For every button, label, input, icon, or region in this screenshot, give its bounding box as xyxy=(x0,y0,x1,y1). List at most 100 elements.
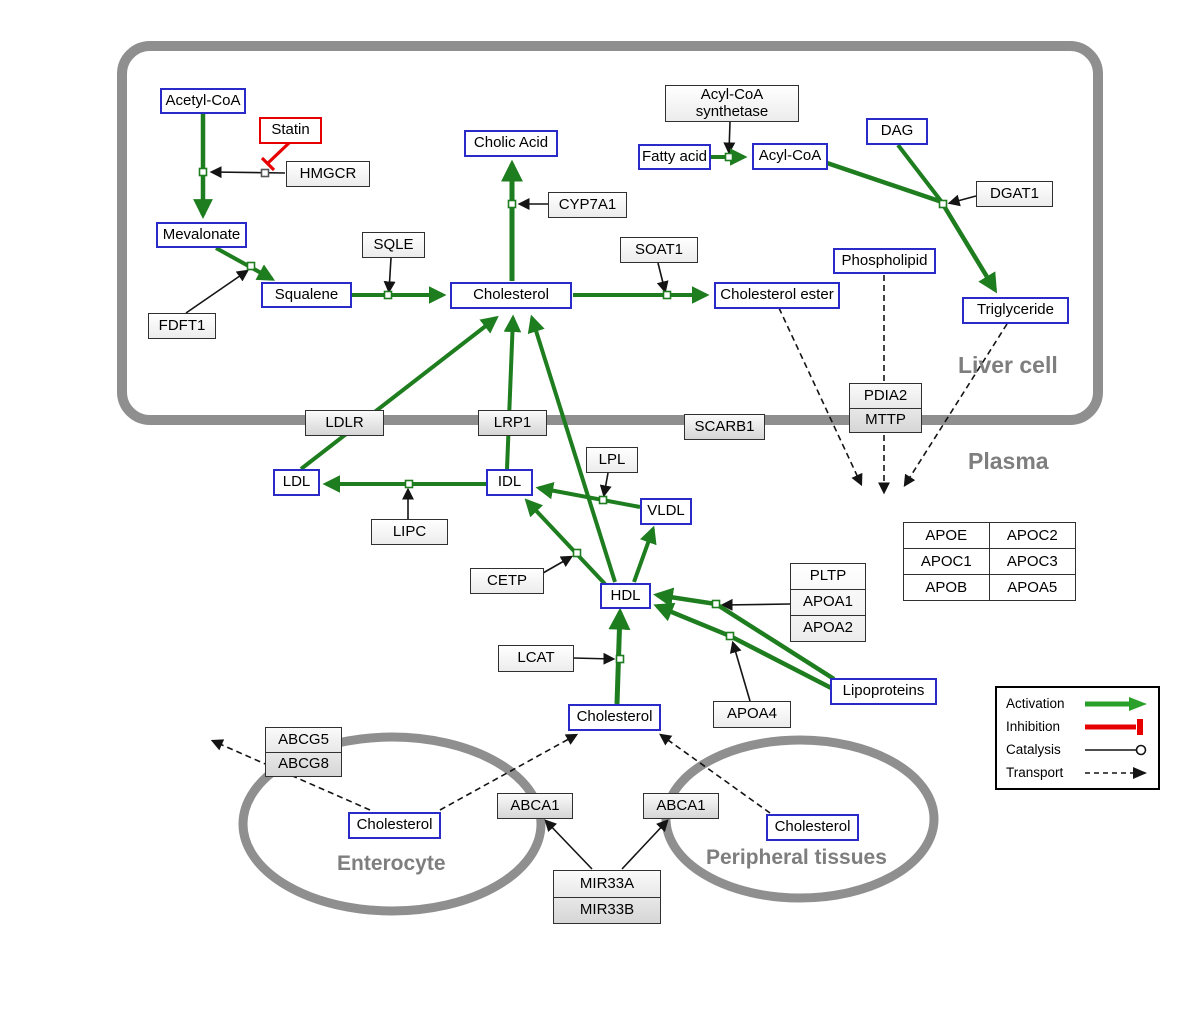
edge-dgat-triglyceride xyxy=(942,204,998,294)
catalysis-circle-icon xyxy=(1085,744,1147,755)
node-ldl[interactable]: LDL xyxy=(273,469,320,496)
inhibition-statin-tbar xyxy=(260,156,276,172)
node-mttp[interactable]: MTTP xyxy=(850,407,921,433)
node-lipc[interactable]: LIPC xyxy=(371,519,448,545)
node-ldlr[interactable]: LDLR xyxy=(305,410,384,436)
catalysis-mir33-abca1-left xyxy=(544,819,593,870)
node-vldl[interactable]: VLDL xyxy=(640,498,692,525)
catalysis-hmgcr xyxy=(209,166,286,179)
node-cholesterol-liver[interactable]: Cholesterol xyxy=(450,282,572,309)
node-pltp[interactable]: PLTP xyxy=(809,567,847,585)
reaction-anchors xyxy=(198,152,948,664)
legend-catalysis-label: Catalysis xyxy=(1006,742,1061,757)
node-cholesterol-peripheral[interactable]: Cholesterol xyxy=(766,814,859,841)
anchor-soat1-reaction xyxy=(662,290,672,300)
node-apoa5[interactable]: APOA5 xyxy=(1007,579,1058,596)
node-lcat[interactable]: LCAT xyxy=(498,645,574,672)
node-soat1[interactable]: SOAT1 xyxy=(620,237,698,263)
edge-mevalonate-squalene xyxy=(215,246,276,281)
node-apoc2[interactable]: APOC2 xyxy=(989,523,1075,549)
legend-activation-label: Activation xyxy=(1006,696,1065,711)
node-lrp1[interactable]: LRP1 xyxy=(478,410,547,436)
catalysis-sqle xyxy=(383,257,396,294)
node-abca1-enterocyte[interactable]: ABCA1 xyxy=(497,793,573,819)
node-phospholipid[interactable]: Phospholipid xyxy=(833,248,936,274)
catalysis-cetp xyxy=(542,555,574,574)
anchor-statin-target xyxy=(260,168,270,178)
node-mir33a[interactable]: MIR33A xyxy=(579,874,635,892)
node-statin[interactable]: Statin xyxy=(259,117,322,144)
edge-hdl-idl xyxy=(524,498,607,586)
catalysis-mir33-abca1-right xyxy=(621,819,669,870)
node-cetp[interactable]: CETP xyxy=(470,568,544,594)
node-abcg5[interactable]: ABCG5 xyxy=(278,730,329,748)
node-pltp-apoa-group: PLTP APOA1 APOA2 xyxy=(790,563,866,642)
node-lpl[interactable]: LPL xyxy=(586,447,638,473)
edge-vldl-idl xyxy=(535,481,641,509)
legend-transport-label: Transport xyxy=(1006,765,1064,780)
enterocyte-label: Enterocyte xyxy=(337,852,446,875)
liver-cell-label: Liver cell xyxy=(958,352,1058,378)
node-hdl[interactable]: HDL xyxy=(600,583,651,609)
catalysis-soat1 xyxy=(656,262,669,294)
acs-line1: Acyl-CoA xyxy=(700,86,764,103)
node-mevalonate[interactable]: Mevalonate xyxy=(156,222,247,248)
transport-peripheral-cholesterol xyxy=(659,733,771,814)
node-apob[interactable]: APOB xyxy=(904,575,990,600)
edge-idl-cholesterol xyxy=(503,314,522,470)
node-scarb1[interactable]: SCARB1 xyxy=(684,414,765,440)
inhibition-statin-line xyxy=(266,141,291,165)
node-pdia2[interactable]: PDIA2 xyxy=(863,386,908,404)
anchor-cetp-reaction xyxy=(572,548,582,558)
node-mir33b[interactable]: MIR33B xyxy=(554,896,660,924)
node-dgat1[interactable]: DGAT1 xyxy=(976,181,1053,207)
node-sqle[interactable]: SQLE xyxy=(362,232,425,258)
legend-row-transport: Transport xyxy=(1006,764,1149,782)
apolipoprotein-table: APOE APOC2 APOC1 APOC3 APOB APOA5 xyxy=(903,522,1076,601)
catalysis-dgat1 xyxy=(947,194,977,207)
catalysis-lpl xyxy=(599,472,612,498)
liver-cell-membrane xyxy=(117,41,1103,425)
node-apoe[interactable]: APOE xyxy=(904,523,990,549)
node-acyl-coa[interactable]: Acyl-CoA xyxy=(752,143,828,170)
node-abca1-peripheral[interactable]: ABCA1 xyxy=(643,793,719,819)
node-fatty-acid[interactable]: Fatty acid xyxy=(638,144,711,170)
node-cholesterol-ester[interactable]: Cholesterol ester xyxy=(714,282,840,309)
node-cholic-acid[interactable]: Cholic Acid xyxy=(464,130,558,157)
node-acetyl-coa[interactable]: Acetyl-CoA xyxy=(160,88,246,114)
transport-triglyceride-plasma xyxy=(903,323,1008,488)
node-fdft1[interactable]: FDFT1 xyxy=(148,313,216,339)
node-abcg-group: ABCG5 ABCG8 xyxy=(265,727,342,777)
node-apoa1[interactable]: APOA1 xyxy=(791,589,865,615)
catalysis-pltp-group xyxy=(720,598,791,611)
node-dag[interactable]: DAG xyxy=(866,118,928,145)
node-abcg8[interactable]: ABCG8 xyxy=(266,751,341,777)
catalysis-edges xyxy=(185,121,977,870)
catalysis-apoa4 xyxy=(729,640,751,702)
anchor-acs-reaction xyxy=(724,152,734,162)
catalysis-fdft1 xyxy=(185,269,249,314)
node-acyl-coa-synthetase[interactable]: Acyl-CoA synthetase xyxy=(665,85,799,122)
anchor-apoa4-reaction xyxy=(725,631,735,641)
node-lipoproteins[interactable]: Lipoproteins xyxy=(830,678,937,705)
node-apoa4[interactable]: APOA4 xyxy=(713,701,791,728)
activation-arrow-icon xyxy=(1085,696,1147,711)
edge-acylcoa-dgat xyxy=(826,160,943,205)
node-hmgcr[interactable]: HMGCR xyxy=(286,161,370,187)
anchor-pltp-reaction xyxy=(711,599,721,609)
node-apoc1[interactable]: APOC1 xyxy=(904,549,990,575)
legend-row-activation: Activation xyxy=(1006,695,1149,713)
node-idl[interactable]: IDL xyxy=(486,469,533,496)
edge-ldl-cholesterol xyxy=(299,315,499,471)
node-cholesterol-plasma[interactable]: Cholesterol xyxy=(568,704,661,731)
plasma-label: Plasma xyxy=(968,448,1049,474)
node-apoc3[interactable]: APOC3 xyxy=(989,549,1075,575)
node-cholesterol-enterocyte[interactable]: Cholesterol xyxy=(348,812,441,839)
node-apoa2[interactable]: APOA2 xyxy=(791,615,865,641)
legend-row-inhibition: Inhibition xyxy=(1006,718,1149,736)
transport-dashed-arrow-icon xyxy=(1085,766,1147,779)
node-cyp7a1[interactable]: CYP7A1 xyxy=(548,192,627,218)
node-squalene[interactable]: Squalene xyxy=(261,282,352,308)
node-triglyceride[interactable]: Triglyceride xyxy=(962,297,1069,324)
